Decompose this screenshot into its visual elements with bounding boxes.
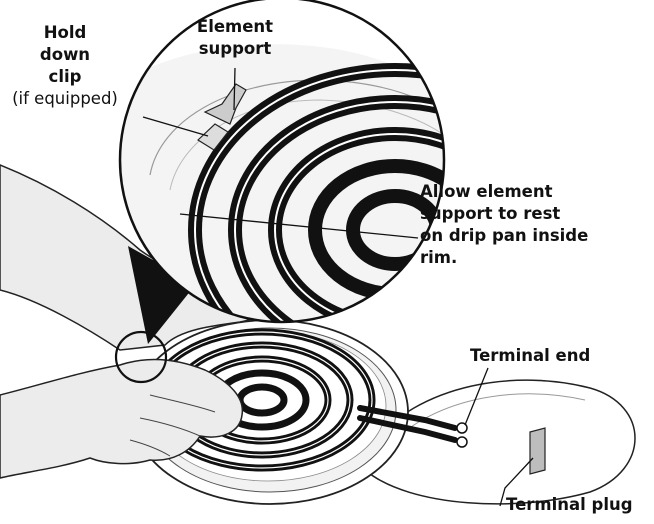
terminal-end-label: Terminal end [470,346,591,365]
hold-down-clip-line2: down [39,45,91,64]
leader-terminal-end [464,367,489,426]
allow-rest-line3: on drip pan inside [420,226,589,245]
element-support-label: Element support [176,16,294,60]
leader-hold-down-clip [142,116,209,137]
terminal-leads [357,405,458,443]
element-support-line1: Element [196,17,274,36]
terminal-plug [529,427,546,475]
element-support-line2: support [198,39,272,58]
allow-rest-label: Allow element support to rest on drip pa… [420,181,650,269]
terminal-plug-label: Terminal plug [506,495,633,514]
hold-down-clip-line1: Hold [43,23,87,42]
leader-element-support [233,67,236,111]
leader-lines [142,67,534,507]
terminal-ends [456,422,468,448]
allow-rest-line1: Allow element [420,182,553,201]
focus-indicator [114,246,196,384]
leader-allow-rest [179,213,419,239]
allow-rest-line2: support to rest [420,204,561,223]
hands [0,164,267,479]
hold-down-clip-label: Hold down clip (if equipped) [0,22,130,110]
hold-down-clip-line3: clip [48,67,82,86]
hold-down-clip-note: (if equipped) [12,89,118,108]
terminal-plate [364,379,636,505]
leader-terminal-plug [499,457,534,507]
magnified-detail [118,0,446,324]
allow-rest-line4: rim. [420,248,458,267]
